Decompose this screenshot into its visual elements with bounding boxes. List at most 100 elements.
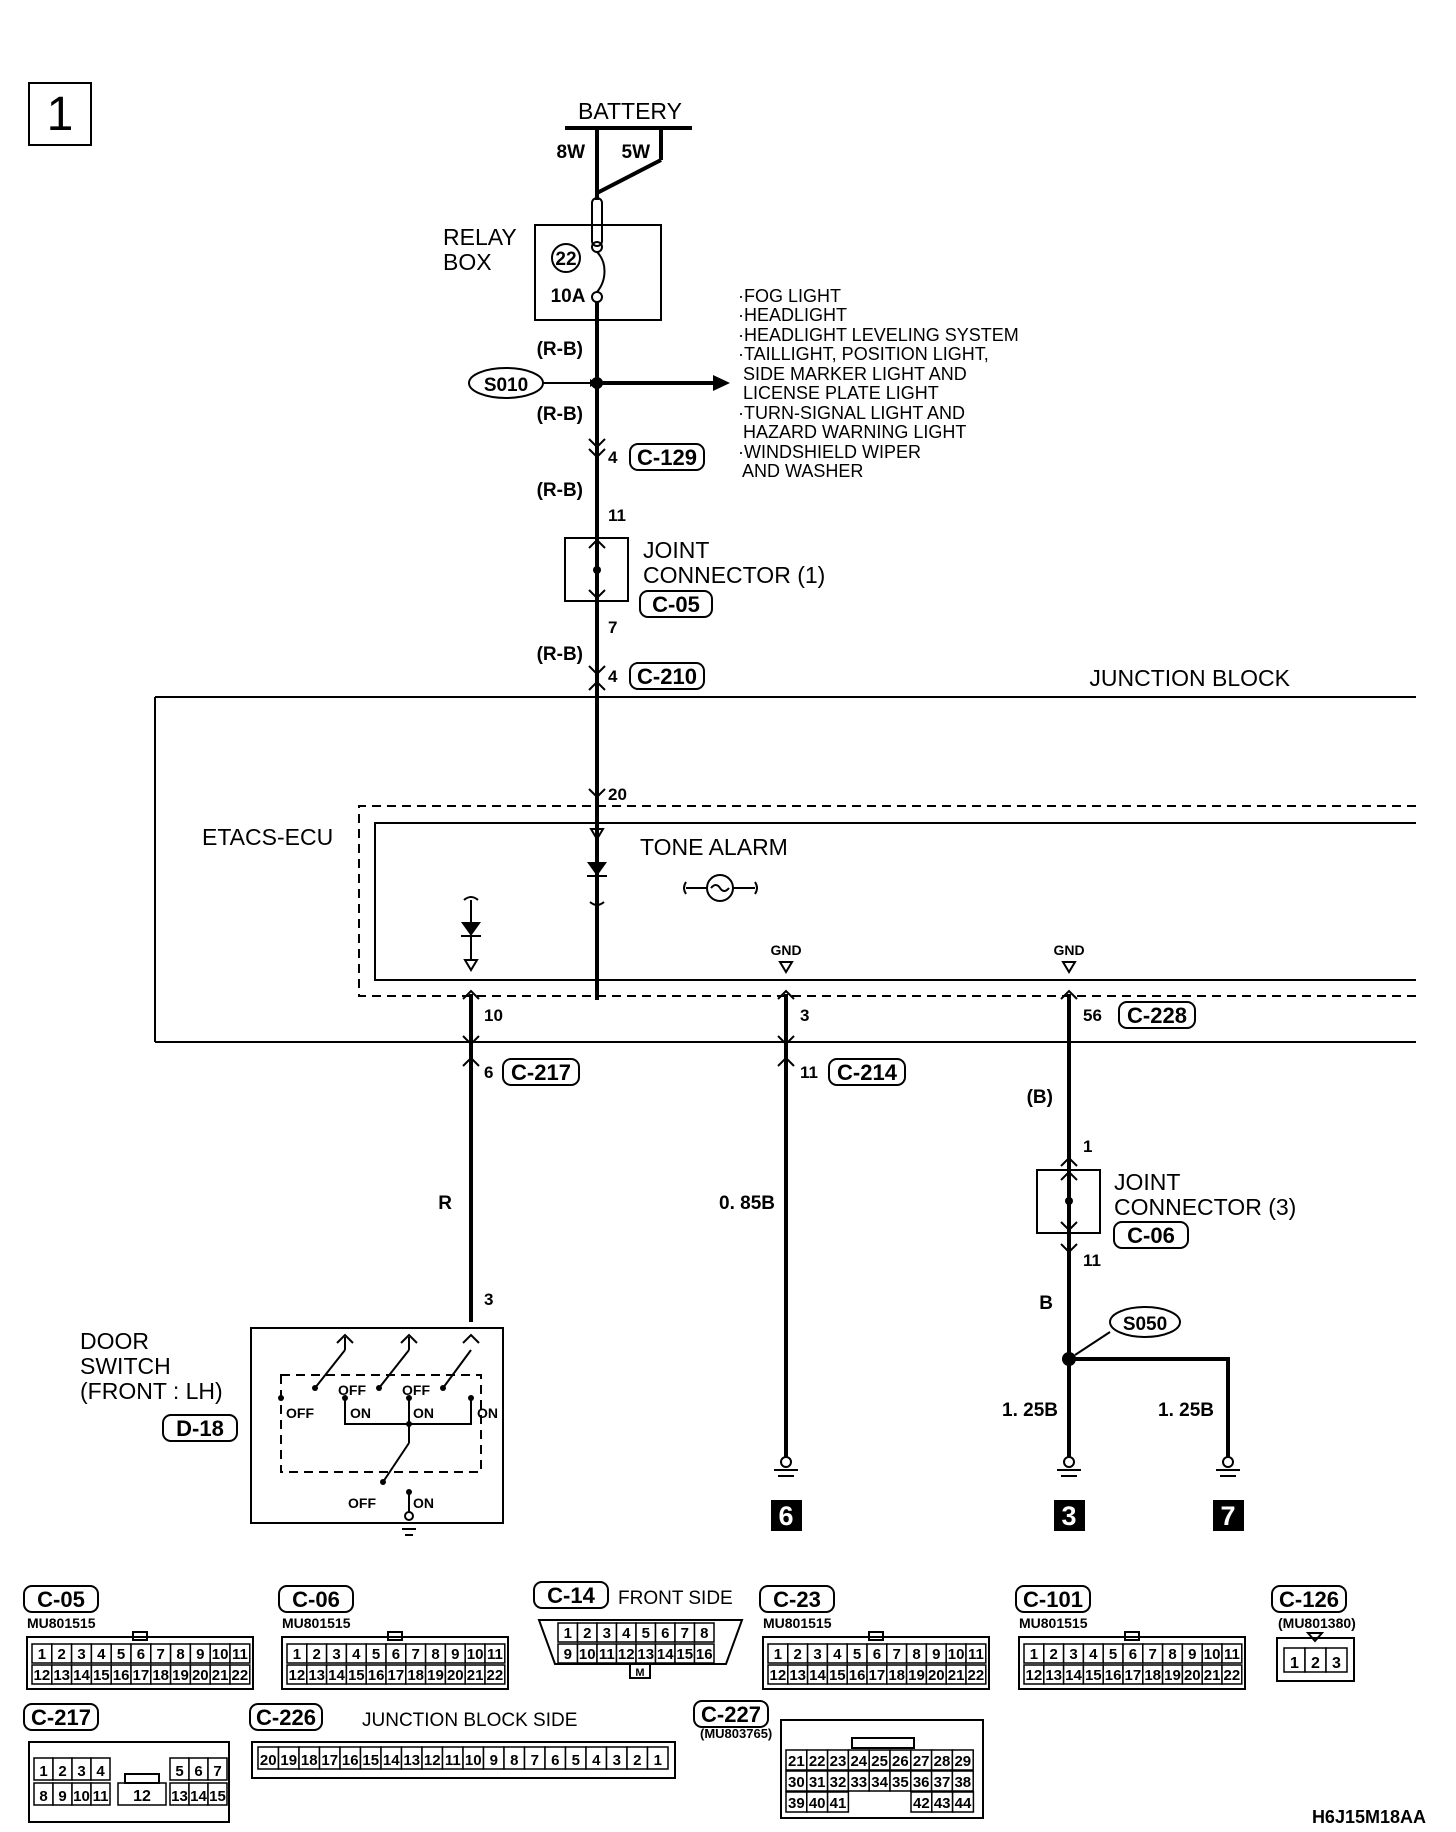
pin-number: 14 — [657, 1646, 674, 1663]
wire-rb-1: (R-B) — [537, 339, 583, 360]
pin-number: 3 — [613, 1752, 621, 1769]
branch-arrow — [713, 375, 730, 391]
pin-number: 14 — [1065, 1667, 1082, 1684]
pin-door-switch: 3 — [484, 1290, 493, 1309]
pin-number: 4 — [352, 1646, 361, 1663]
connector-part-number: MU801515 — [1019, 1615, 1088, 1631]
connector-key: M — [635, 1667, 644, 1679]
pin-cell — [207, 1757, 228, 1781]
ground-symbol — [1216, 1456, 1240, 1477]
pin-number: 18 — [888, 1667, 905, 1684]
pin-number: 10 — [948, 1646, 965, 1663]
pin-number: 3 — [1332, 1655, 1341, 1672]
pin-number: 7 — [213, 1763, 221, 1780]
door-switch-diode — [461, 922, 481, 936]
pin-number: 2 — [583, 1625, 591, 1642]
pin-number: 11 — [487, 1646, 503, 1663]
pin-number: 21 — [1204, 1667, 1221, 1684]
pin-number: 15 — [1085, 1667, 1102, 1684]
pin-number: 9 — [1188, 1646, 1196, 1663]
pin-number: 16 — [1105, 1667, 1122, 1684]
pin-number: 19 — [427, 1667, 444, 1684]
joint-connector-3 — [1036, 1169, 1101, 1234]
pin-number: 4 — [96, 1763, 105, 1780]
wire-125b-1: 1. 25B — [1002, 1400, 1058, 1421]
etacs-ecu-label: ETACS-ECU — [202, 824, 333, 850]
connector-arrows — [588, 438, 606, 459]
door-switch-linkage — [280, 1374, 482, 1473]
switch-off-label: OFF — [402, 1382, 430, 1398]
connector-side-label: JUNCTION BLOCK SIDE — [362, 1710, 577, 1731]
pin-number: 13 — [637, 1646, 654, 1663]
pin-number: 5 — [572, 1752, 580, 1769]
pin-number: 4 — [622, 1625, 631, 1642]
branch-list: ·FOG LIGHT ·HEADLIGHT ·HEADLIGHT LEVELIN… — [738, 286, 1019, 481]
pin-number: 22 — [1224, 1667, 1241, 1684]
pin-number: 13 — [171, 1788, 188, 1805]
pin-number: 1 — [654, 1752, 662, 1769]
wire-5w-label: 5W — [622, 142, 651, 163]
joint-connector-3-code: C-06 — [1127, 1223, 1175, 1248]
joint-connector-1-code: C-05 — [652, 592, 700, 617]
pin-number: 20 — [260, 1752, 277, 1769]
pin-number: 7 — [157, 1646, 165, 1663]
pin-number: 37 — [934, 1774, 951, 1791]
pin-number: 43 — [934, 1795, 951, 1812]
connector-part-number: MU801515 — [282, 1615, 351, 1631]
pin-number: 14 — [73, 1667, 90, 1684]
pin-number: 23 — [830, 1753, 847, 1770]
wire-125b-2: 1. 25B — [1158, 1400, 1214, 1421]
pin-number: 28 — [934, 1753, 951, 1770]
pin-number: 7 — [412, 1646, 420, 1663]
pin-cell — [1221, 1664, 1243, 1685]
pin-number: 16 — [696, 1646, 713, 1663]
pin-number: 2 — [58, 1646, 66, 1663]
pin-number: 12 — [1026, 1667, 1043, 1684]
switch-off-label: OFF — [338, 1382, 366, 1398]
pin-number: 2 — [313, 1646, 321, 1663]
pin-number: 12 — [618, 1646, 635, 1663]
pin-jc1-out: 7 — [608, 618, 617, 637]
pin-number: 1 — [293, 1646, 301, 1663]
pin-number: 11 — [968, 1646, 984, 1663]
connector-code: C-227 — [701, 1702, 761, 1727]
pin-number: 42 — [913, 1795, 930, 1812]
pin-number: 19 — [280, 1752, 297, 1769]
pin-number: 26 — [892, 1753, 909, 1770]
pin-jc1-in: 11 — [608, 506, 626, 525]
page-number: 1 — [47, 88, 74, 141]
pin-c217: 6 — [484, 1063, 493, 1082]
pin-cell — [229, 1643, 251, 1664]
fuse-number: 22 — [555, 249, 576, 270]
pin-number: 19 — [1164, 1667, 1181, 1684]
pin-number: 27 — [913, 1753, 930, 1770]
pin-number: 4 — [1089, 1646, 1098, 1663]
pin-number: 21 — [212, 1667, 229, 1684]
drawing-code: H6J15M18AA — [1312, 1807, 1426, 1827]
pin-number: 22 — [968, 1667, 985, 1684]
pin-number: 6 — [551, 1752, 559, 1769]
pin-number: 14 — [190, 1788, 207, 1805]
splice-s050-oval — [1109, 1306, 1181, 1338]
fuse-number-circle — [551, 243, 581, 273]
pin-number: 15 — [676, 1646, 693, 1663]
pin-number: 16 — [849, 1667, 866, 1684]
pin-number: 1 — [774, 1646, 782, 1663]
branch-item: AND WASHER — [738, 461, 863, 481]
pin-10: 10 — [484, 1006, 503, 1025]
pin-number: 14 — [328, 1667, 345, 1684]
pin-number: 17 — [1125, 1667, 1142, 1684]
pin-number: 36 — [913, 1774, 930, 1791]
joint-connector-1-label-2: CONNECTOR (1) — [643, 562, 825, 588]
pin-number: 20 — [1184, 1667, 1201, 1684]
branch-item: ·TURN-SIGNAL LIGHT AND — [738, 403, 965, 423]
wire-085b: 0. 85B — [719, 1193, 775, 1214]
switch-on-label: ON — [413, 1495, 434, 1511]
pin-number: 1 — [1290, 1655, 1299, 1672]
connector-part-number: (MU803765) — [700, 1726, 772, 1741]
pin-number: 6 — [392, 1646, 400, 1663]
pin-number: 10 — [73, 1788, 90, 1805]
pin-number: 15 — [93, 1667, 110, 1684]
pin-number: 13 — [1045, 1667, 1062, 1684]
